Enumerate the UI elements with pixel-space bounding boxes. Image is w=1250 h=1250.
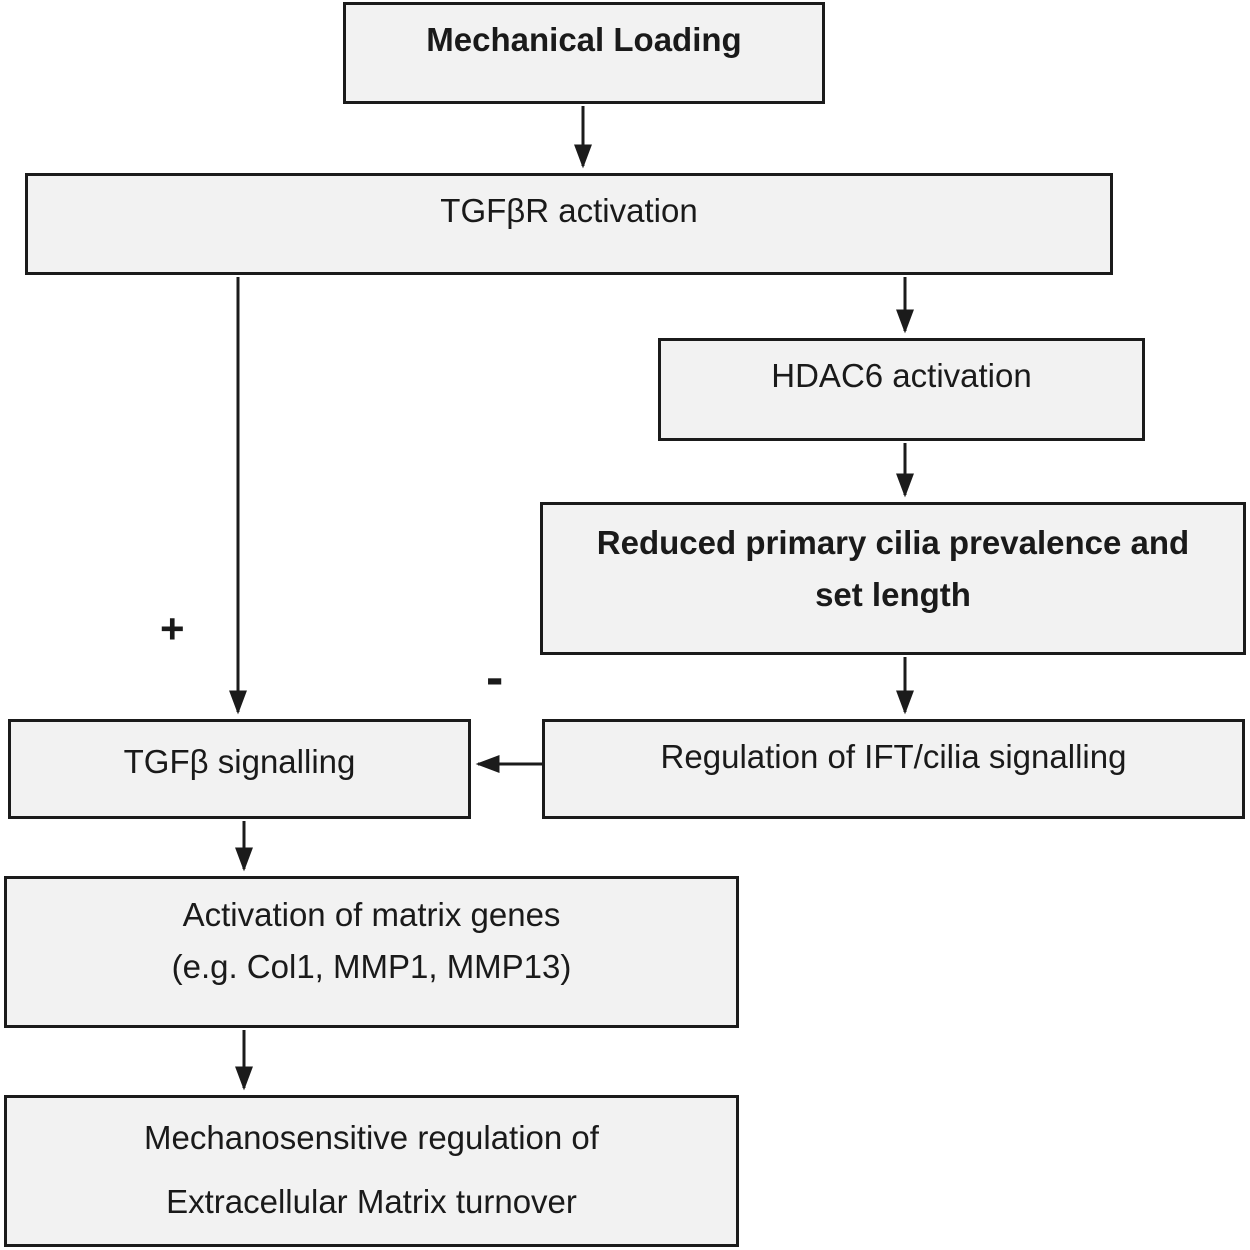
node-reduced-cilia-label: Reduced primary cilia prevalence and set… (596, 524, 1190, 614)
edge-label-positive: + (160, 605, 185, 652)
node-ecm-turnover-line2: Extracellular Matrix turnover (166, 1183, 577, 1221)
node-matrix-genes-line1: Activation of matrix genes (182, 896, 561, 933)
node-tgfbr-activation: TGFβR activation (25, 173, 1113, 275)
node-ecm-turnover-line1: Mechanosensitive regulation of (144, 1119, 599, 1156)
edge-label-negative: - (486, 649, 504, 707)
node-tgfbr-activation-label: TGFβR activation (440, 192, 698, 229)
node-matrix-genes-line2: (e.g. Col1, MMP1, MMP13) (171, 948, 572, 986)
node-mechanical-loading: Mechanical Loading (343, 2, 825, 104)
node-mechanical-loading-label: Mechanical Loading (426, 21, 742, 58)
node-matrix-genes: Activation of matrix genes (e.g. Col1, M… (4, 876, 739, 1028)
node-reduced-cilia: Reduced primary cilia prevalence and set… (540, 502, 1246, 655)
node-tgfb-signalling: TGFβ signalling (8, 719, 471, 819)
node-tgfb-signalling-label: TGFβ signalling (123, 743, 356, 780)
node-regulation-ift: Regulation of IFT/cilia signalling (542, 719, 1245, 819)
node-ecm-turnover: Mechanosensitive regulation of Extracell… (4, 1095, 739, 1247)
node-regulation-ift-label: Regulation of IFT/cilia signalling (660, 738, 1127, 775)
node-hdac6-activation: HDAC6 activation (658, 338, 1145, 441)
node-hdac6-activation-label: HDAC6 activation (771, 357, 1032, 394)
